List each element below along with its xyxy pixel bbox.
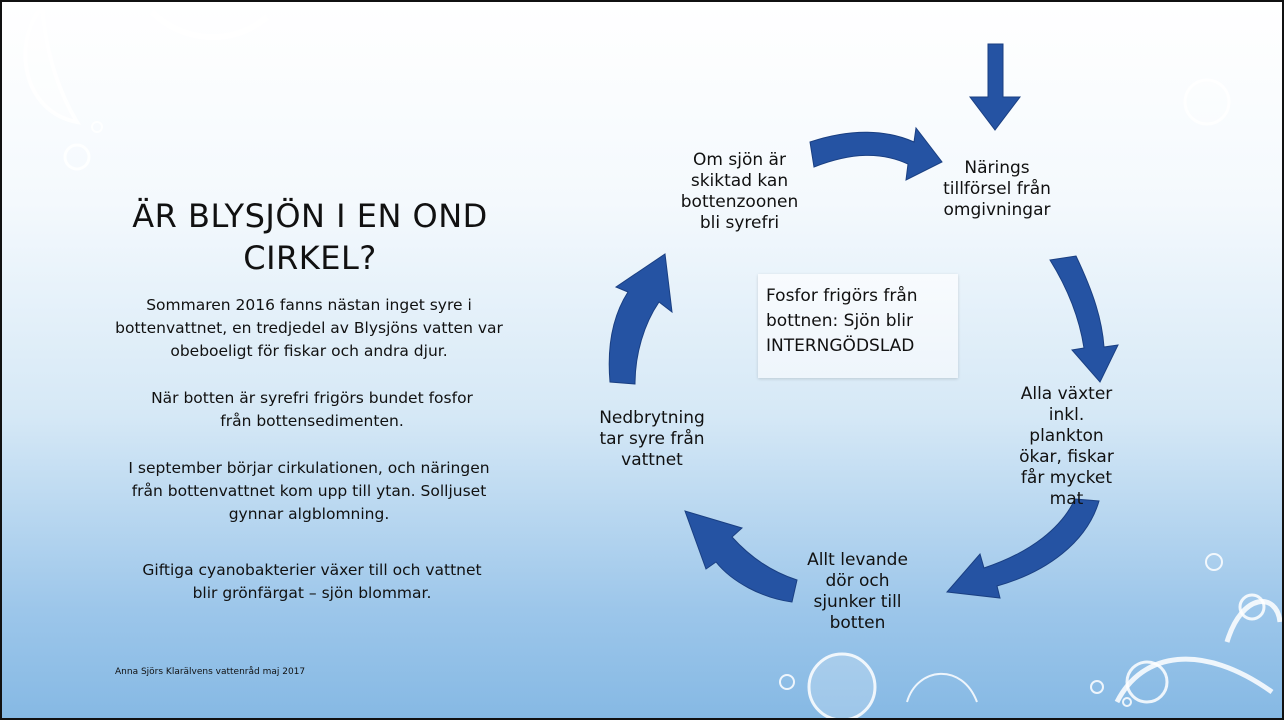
node-nutrient-input: Närings tillförsel från omgivningar	[943, 158, 1051, 220]
paragraph-2: När botten är syrefri frigörs bundet fos…	[151, 389, 473, 430]
paragraph-1: Sommaren 2016 fanns nästan inget syre i …	[115, 296, 503, 360]
arrow-bottom-left	[684, 510, 798, 603]
node-die-off: Allt levande dör och sjunker till botten	[807, 550, 908, 633]
node-decomposition: Nedbrytning tar syre från vattnet	[599, 408, 705, 470]
paragraph-4: Giftiga cyanobakterier växer till och va…	[142, 561, 482, 602]
slide-title: ÄR BLYSJÖN I EN OND CIRKEL?	[132, 197, 488, 277]
paragraph-3: I september börjar cirkulationen, och nä…	[128, 459, 490, 523]
center-box: Fosfor frigörs från bottnen: Sjön blir I…	[758, 274, 958, 378]
arrow-bottom-right	[945, 498, 1100, 599]
node-plant-growth: Alla växter inkl. plankton ökar, fiskar …	[1019, 384, 1114, 509]
credit-line: Anna Sjörs Klarälvens vattenråd maj 2017	[115, 667, 306, 677]
node-stratified-lake: Om sjön är skiktad kan bottenzoonen bli …	[680, 150, 799, 233]
arrow-top	[809, 126, 943, 181]
input-down-arrow	[968, 43, 1022, 131]
arrow-right	[1049, 255, 1119, 383]
center-box-text: Fosfor frigörs från bottnen: Sjön blir I…	[766, 286, 918, 356]
arrow-left	[608, 253, 673, 385]
